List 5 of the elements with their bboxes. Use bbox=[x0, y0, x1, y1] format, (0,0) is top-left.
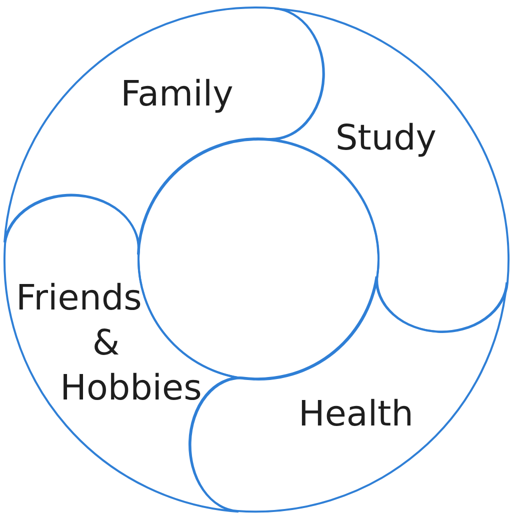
segment-label: Family bbox=[120, 74, 234, 117]
segment-label: Study bbox=[335, 117, 437, 160]
segment-label: Health bbox=[298, 393, 414, 436]
ring-segment bbox=[3, 6, 325, 256]
segment-label: Friends & Hobbies bbox=[15, 277, 203, 410]
